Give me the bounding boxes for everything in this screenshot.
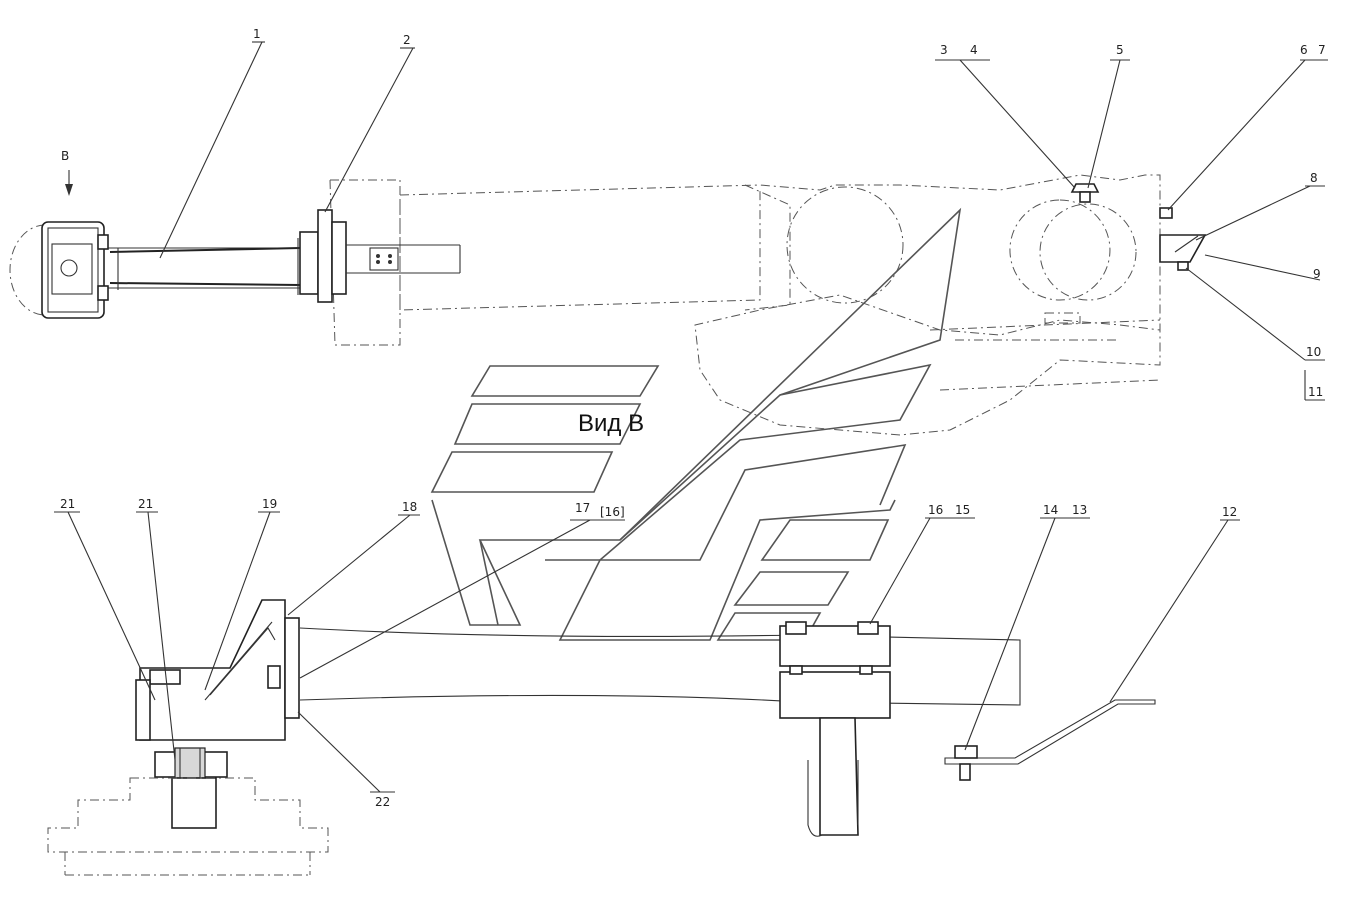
callout-4: 4 <box>970 43 978 57</box>
watermark-logo <box>430 207 962 641</box>
callout-8: 8 <box>1310 171 1318 185</box>
callout-10: 10 <box>1306 345 1321 359</box>
leader-lines <box>54 41 1328 793</box>
callout-15: 15 <box>955 503 970 517</box>
callout-5: 5 <box>1116 43 1124 57</box>
callout-6: 6 <box>1300 43 1308 57</box>
callout-19: 19 <box>262 497 277 511</box>
callout-21-left: 21 <box>60 497 75 511</box>
view-title: Вид В <box>578 410 645 437</box>
callout-labels: 1 2 3 4 5 6 7 8 9 10 11 12 13 14 15 16 1… <box>60 27 1326 809</box>
callout-16-bracketed: [16] <box>600 505 625 519</box>
callout-13: 13 <box>1072 503 1087 517</box>
callout-9: 9 <box>1313 267 1321 281</box>
callout-1: 1 <box>253 27 261 41</box>
callout-22: 22 <box>375 795 390 809</box>
top-assembly <box>9 174 1207 436</box>
callout-14: 14 <box>1043 503 1058 517</box>
view-marker: B <box>61 149 73 196</box>
callout-21-right: 21 <box>138 497 153 511</box>
view-marker-letter: B <box>61 149 69 163</box>
callout-16: 16 <box>928 503 943 517</box>
callout-3: 3 <box>940 43 948 57</box>
callout-7: 7 <box>1318 43 1326 57</box>
callout-2: 2 <box>403 33 411 47</box>
callout-18: 18 <box>402 500 417 514</box>
callout-11: 11 <box>1308 385 1323 399</box>
callout-17: 17 <box>575 501 590 515</box>
bottom-assembly <box>47 599 1156 876</box>
callout-12: 12 <box>1222 505 1237 519</box>
